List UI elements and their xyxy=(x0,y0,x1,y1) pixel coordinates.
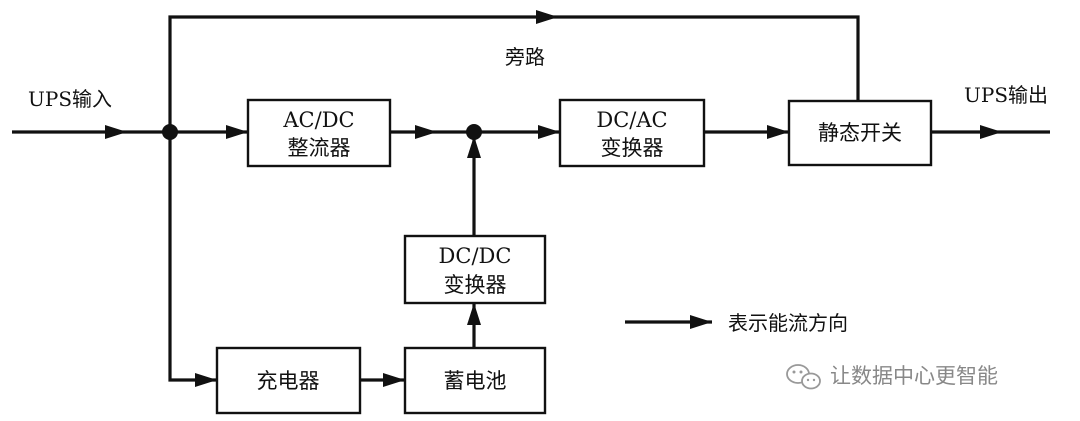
switch-in-arrowhead xyxy=(767,125,789,139)
inverter-line2: 变换器 xyxy=(601,136,664,160)
rectifier-in-arrowhead xyxy=(226,125,248,139)
dc-bus-junction-dot xyxy=(466,124,482,140)
ups-output-label: UPS输出 xyxy=(964,83,1048,107)
inverter-line1: DC/AC xyxy=(596,108,667,132)
battery-label: 蓄电池 xyxy=(444,369,507,393)
dcdc-line2: 变换器 xyxy=(444,273,507,297)
charger-in-arrowhead xyxy=(195,373,217,387)
rectifier-line2: 整流器 xyxy=(288,136,351,160)
legend-label: 表示能流方向 xyxy=(728,311,848,335)
ups-input-label: UPS输入 xyxy=(28,87,112,111)
static-switch-block: 静态开关 xyxy=(787,99,933,167)
rectifier-out-arrowhead xyxy=(415,125,437,139)
static-switch-label: 静态开关 xyxy=(818,121,902,145)
bypass-label: 旁路 xyxy=(505,45,545,69)
battery-in-arrowhead xyxy=(383,373,405,387)
watermark-text: 让数据中心更智能 xyxy=(830,364,998,388)
battery-block: 蓄电池 xyxy=(403,346,547,415)
input-arrowhead xyxy=(105,125,127,139)
wechat-icon xyxy=(786,364,821,390)
charger-label: 充电器 xyxy=(257,369,320,393)
legend-arrowhead xyxy=(690,315,712,329)
dcdc-line1: DC/DC xyxy=(439,244,512,268)
bypass-arrowhead xyxy=(536,10,558,24)
dcdc-block: DC/DC 变换器 xyxy=(403,234,547,305)
inverter-in-arrowhead xyxy=(538,125,560,139)
inverter-block: DC/AC 变换器 xyxy=(558,98,706,168)
dc-bus-up-arrowhead xyxy=(467,136,481,158)
bypass-line xyxy=(168,15,860,132)
charger-block: 充电器 xyxy=(215,346,362,415)
output-arrowhead xyxy=(980,125,1002,139)
rectifier-line1: AC/DC xyxy=(282,108,354,132)
dcdc-in-arrowhead xyxy=(467,303,481,325)
rectifier-block: AC/DC 整流器 xyxy=(246,98,392,168)
input-junction-dot xyxy=(162,124,178,140)
charger-feed-line xyxy=(168,132,217,382)
